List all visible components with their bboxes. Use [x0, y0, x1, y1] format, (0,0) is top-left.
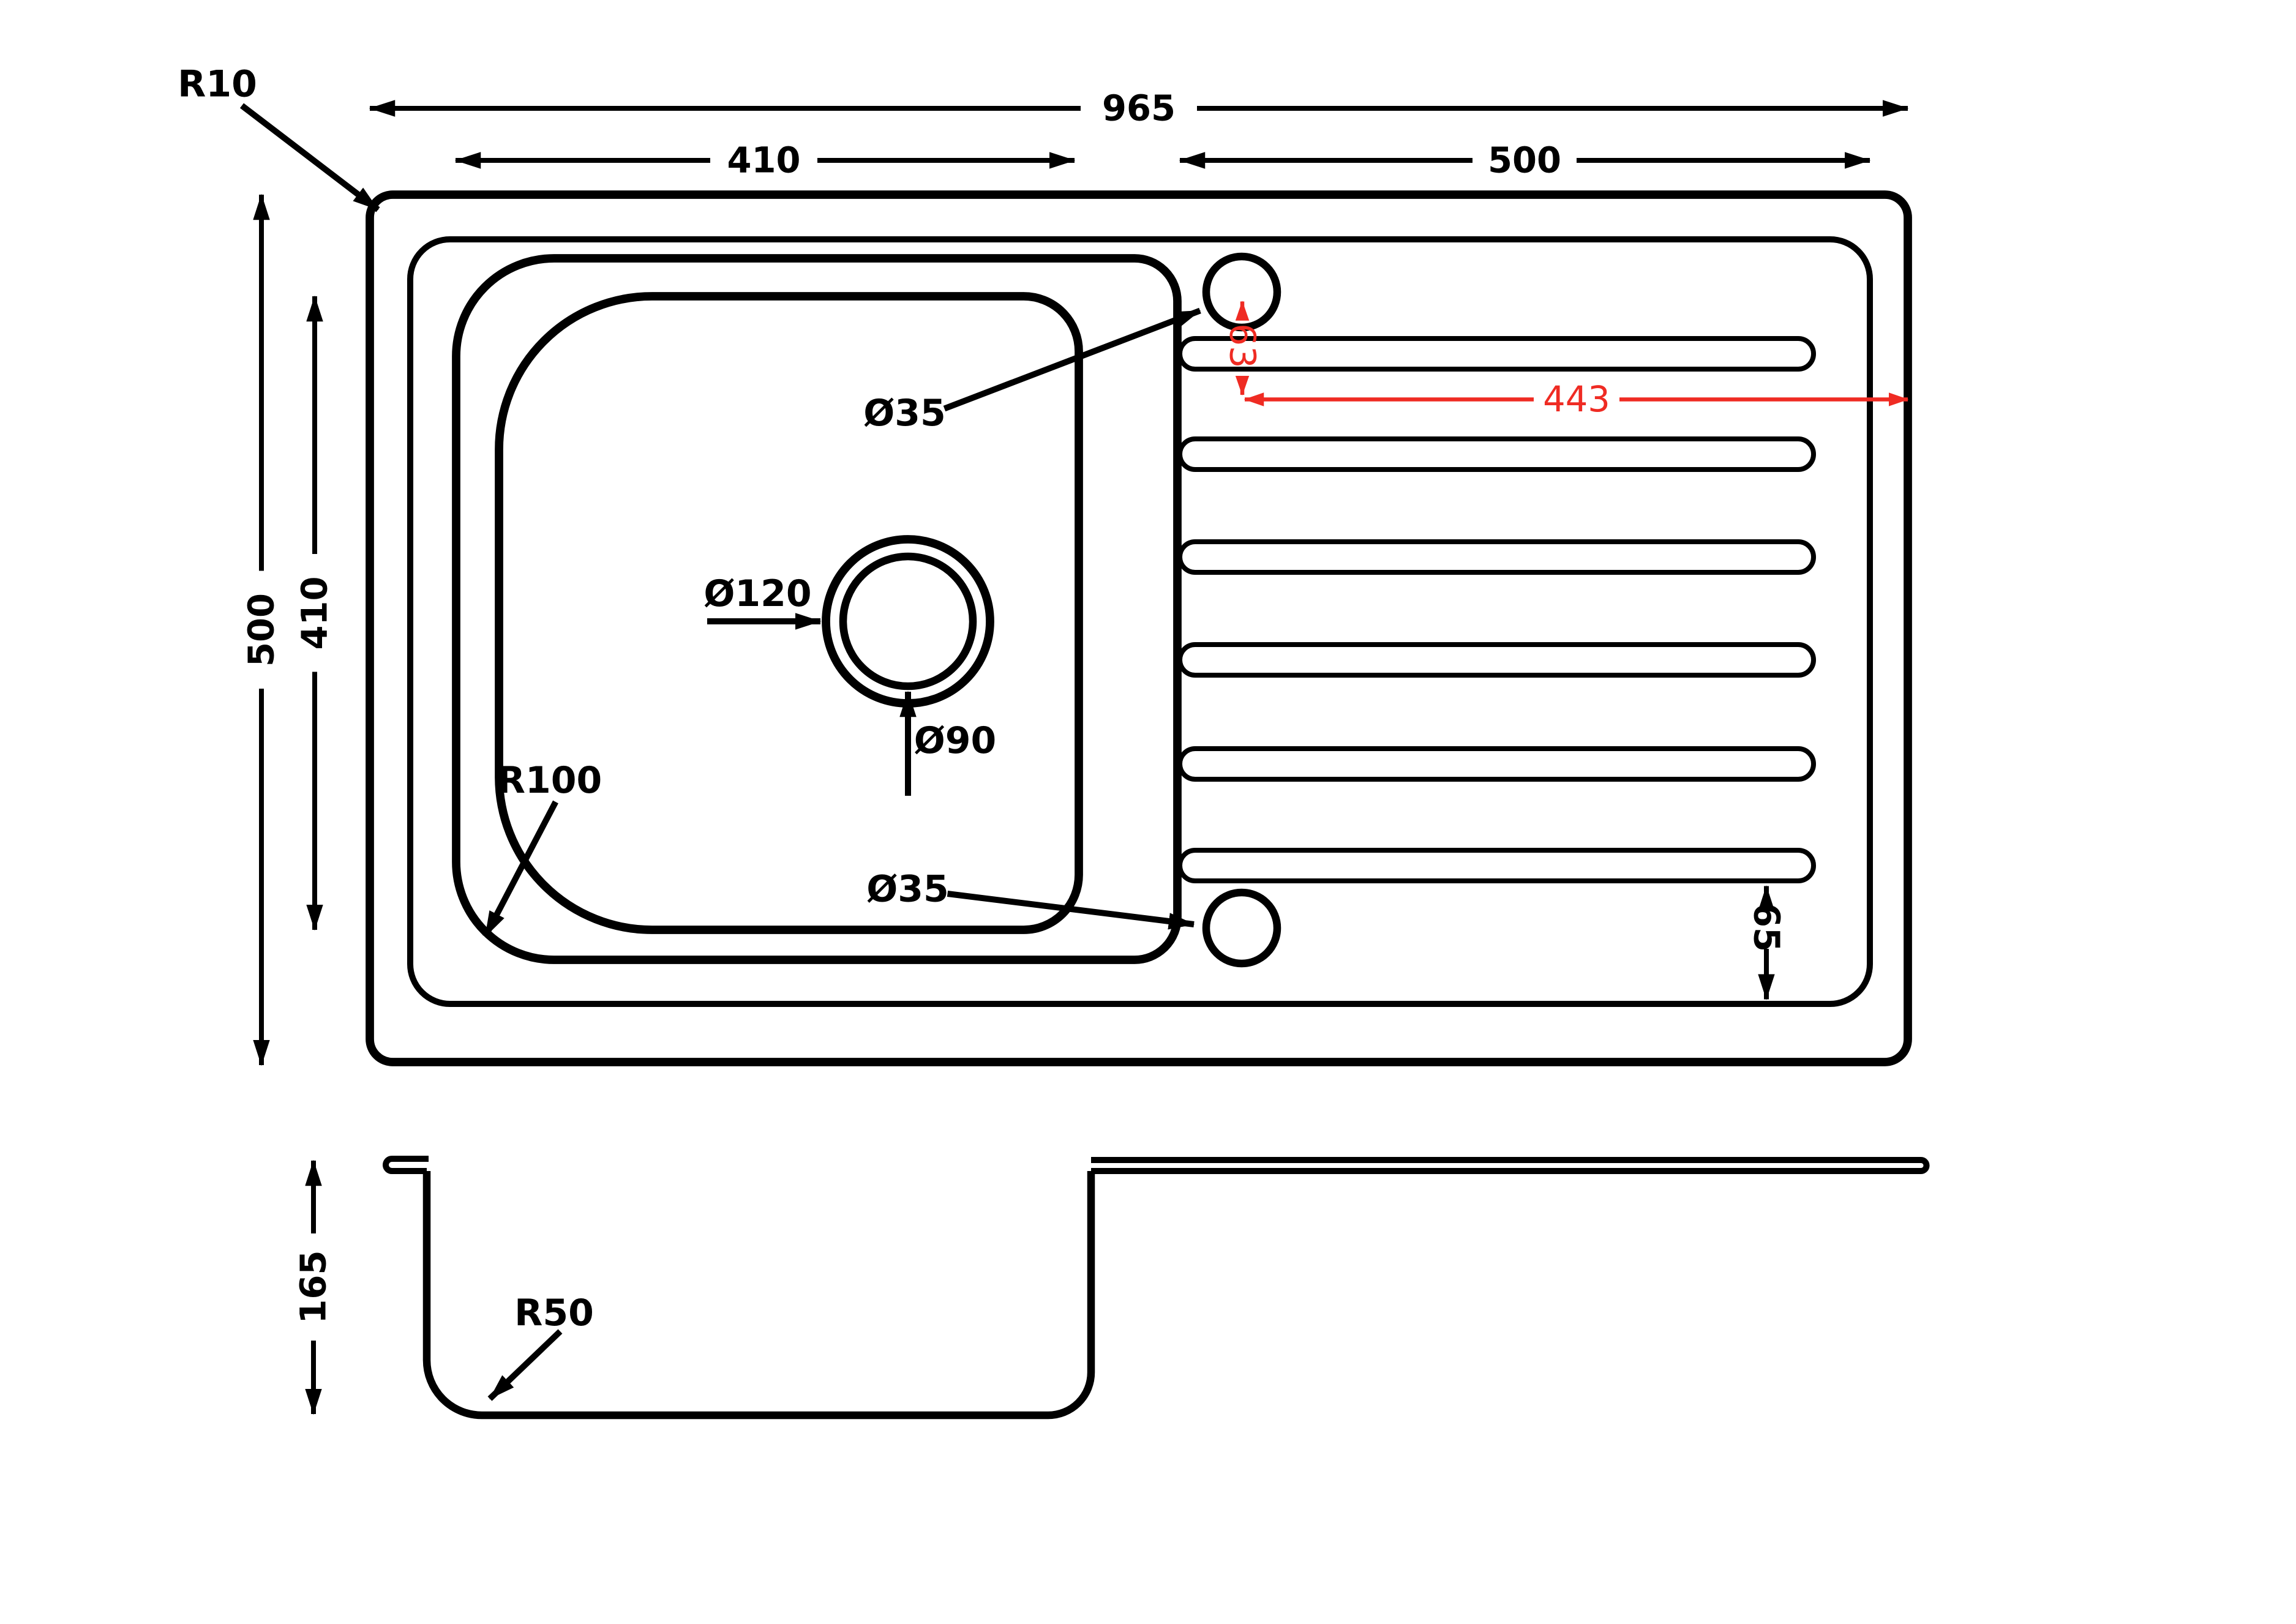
dim-groove-bottom-gap: 65: [1746, 885, 1787, 1000]
bowl-corner-radius-label: R100: [497, 759, 602, 802]
drainer-grooves: [1177, 335, 1816, 883]
sink-outer-edge: [366, 190, 1912, 1066]
dim-bowl-width: 410: [454, 140, 1076, 181]
drainer-groove: [1177, 847, 1816, 883]
tap-hole-top-label: Ø35: [863, 392, 946, 435]
dim-tap-hole-offset-horizontal-label: 443: [1543, 379, 1610, 420]
callout-outer-corner-radius: R10: [178, 63, 380, 212]
dim-bowl-depth-label: 410: [295, 576, 336, 649]
dim-overall-depth: 500: [241, 193, 282, 1066]
dim-section-depth: 165: [293, 1159, 334, 1415]
callout-tap-hole-top: Ø35: [863, 307, 1201, 435]
outer-corner-radius-label: R10: [178, 63, 257, 106]
red-reference-dimensions: [1235, 301, 1909, 406]
tap-hole-top-leader-arrow: [943, 307, 1201, 412]
dim-overall-depth-label: 500: [241, 593, 282, 667]
callout-drain-outer: Ø120: [703, 572, 822, 630]
section-drainer-deck: [1091, 1157, 1930, 1174]
dim-drainer-width: 500: [1179, 140, 1871, 181]
callout-drain-inner: Ø90: [899, 690, 997, 796]
dim-section-depth-label: 165: [293, 1250, 334, 1323]
bowl-corner-radius-leader-arrow: [482, 800, 558, 938]
section-left-rim-hem: [383, 1156, 429, 1174]
bowl-outer-outline: [452, 254, 1182, 964]
drainer-groove: [1177, 642, 1816, 678]
tap-hole-bottom: [1202, 888, 1281, 968]
dim-tap-hole-offset-vertical-label: 63: [1221, 323, 1262, 368]
dim-drainer-width-label: 500: [1488, 140, 1561, 181]
drainer-groove: [1177, 746, 1816, 782]
drainer-groove: [1177, 335, 1816, 372]
section-bottom-radius-leader-arrow: [487, 1329, 563, 1401]
callout-bowl-corner-radius: R100: [482, 759, 602, 938]
dim-bowl-width-label: 410: [727, 140, 800, 181]
outer-corner-radius-leader-arrow: [239, 103, 380, 212]
section-bottom-radius-label: R50: [514, 1292, 594, 1334]
tap-hole-bottom-leader-arrow: [947, 891, 1195, 930]
callout-tap-hole-bottom: Ø35: [866, 868, 1195, 930]
callout-section-bottom-radius: R50: [487, 1292, 594, 1401]
drain-outer-label: Ø120: [703, 572, 811, 615]
drainer-groove: [1177, 539, 1816, 575]
dim-bowl-depth: 410: [295, 295, 336, 931]
dim-overall-width-label: 965: [1102, 88, 1176, 129]
section-bowl-profile: [422, 1171, 1095, 1420]
top-view: 965 410 500 500: [178, 63, 1912, 1066]
section-view: 165 R50: [293, 1156, 1930, 1420]
tap-hole-top: [1202, 252, 1281, 332]
bowl-inner-outline: [495, 292, 1083, 934]
tap-hole-bottom-label: Ø35: [866, 868, 949, 911]
drain-inner-label: Ø90: [914, 719, 997, 762]
drain-inner-circle: [839, 552, 977, 690]
sink-rim-inner-edge: [407, 236, 1873, 1007]
drainer-groove: [1177, 436, 1816, 472]
dim-overall-width: 965: [369, 88, 1909, 129]
drain-outer-circle: [822, 535, 994, 708]
dim-groove-bottom-gap-label: 65: [1746, 903, 1787, 952]
